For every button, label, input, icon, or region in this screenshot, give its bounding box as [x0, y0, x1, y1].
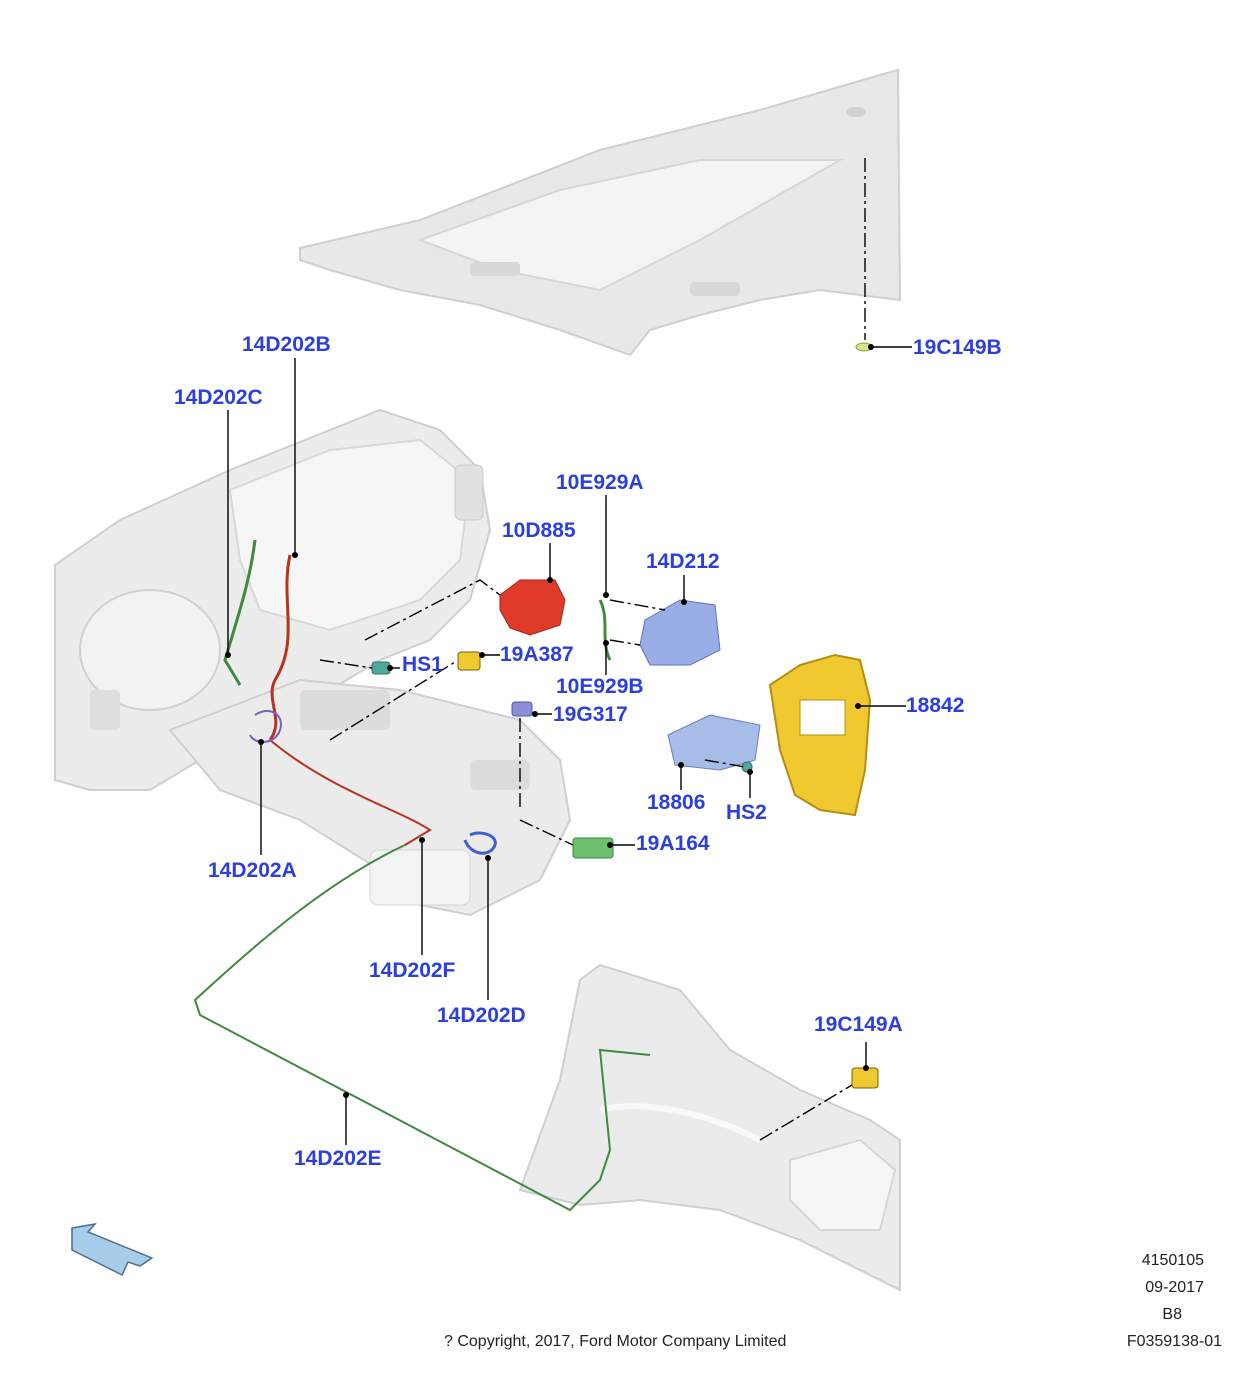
callout-19c149a: 19C149A — [814, 1013, 903, 1036]
callout-14d212: 14D212 — [646, 550, 720, 573]
module-14d212 — [639, 599, 721, 666]
section-code: B8 — [1162, 1306, 1182, 1323]
callout-14d202c: 14D202C — [174, 386, 263, 409]
headliner — [299, 68, 902, 357]
callout-14d202a: 14D202A — [208, 859, 297, 882]
revision-date: 09-2017 — [1145, 1279, 1204, 1296]
copyright-notice: ? Copyright, 2017, Ford Motor Company Li… — [444, 1333, 787, 1350]
components — [371, 342, 879, 1089]
callout-19g317: 19G317 — [553, 703, 628, 726]
callout-19c149b: 19C149B — [913, 336, 1002, 359]
callout-14d202b: 14D202B — [242, 333, 331, 356]
callout-10e929a: 10E929A — [556, 471, 644, 494]
vehicle-front-arrow-icon — [71, 1222, 154, 1277]
callout-10e929b: 10E929B — [556, 675, 644, 698]
callout-14d202e: 14D202E — [294, 1147, 382, 1170]
callout-14d202d: 14D202D — [437, 1004, 526, 1027]
figure-id: F0359138-01 — [1126, 1333, 1222, 1350]
rear-floor-pan — [518, 963, 901, 1292]
callout-hs2: HS2 — [726, 801, 767, 824]
callout-19a164: 19A164 — [636, 832, 710, 855]
reference-number: 4150105 — [1141, 1252, 1204, 1269]
wiring-harnesses — [193, 539, 651, 1212]
callout-18806: 18806 — [647, 791, 706, 814]
callout-14d202f: 14D202F — [369, 959, 456, 982]
bracket-10d885 — [499, 579, 566, 636]
callout-18842: 18842 — [906, 694, 965, 717]
callout-hs1: HS1 — [402, 653, 443, 676]
leader-dots — [225, 344, 874, 1098]
module-18806 — [667, 714, 761, 771]
callout-19a387: 19A387 — [500, 643, 574, 666]
callout-10d885: 10D885 — [502, 519, 576, 542]
leader-lines — [227, 158, 912, 1145]
instrument-panel — [54, 408, 492, 791]
